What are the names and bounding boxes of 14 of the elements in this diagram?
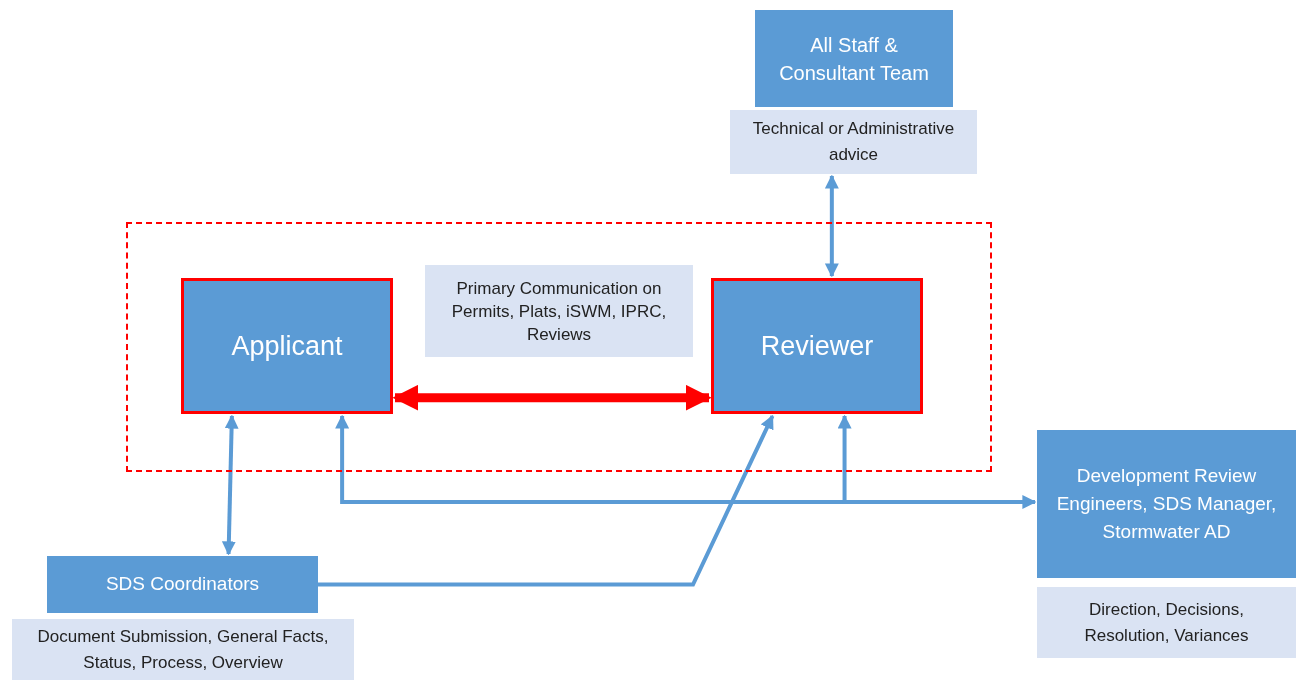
process-box: Applicant xyxy=(181,278,393,414)
process-box: SDS Coordinators xyxy=(47,556,318,613)
dashed-region xyxy=(126,222,992,472)
note-box: Document Submission, General Facts, Status, Process, Overview xyxy=(12,619,354,680)
arrow xyxy=(318,414,775,587)
arrow xyxy=(392,384,712,411)
process-box: Reviewer xyxy=(711,278,923,414)
process-box: Development Review Engineers, SDS Manager, Stormwater AD xyxy=(1037,430,1296,578)
process-box: All Staff & Consultant Team xyxy=(755,10,953,107)
note-box: Technical or Administrative advice xyxy=(730,110,977,174)
note-box: Primary Communication on Permits, Plats, iSWM, IPRC, Reviews xyxy=(425,265,693,357)
note-box: Direction, Decisions, Resolution, Variances xyxy=(1037,587,1296,658)
arrow xyxy=(221,414,239,556)
arrow xyxy=(824,174,839,278)
